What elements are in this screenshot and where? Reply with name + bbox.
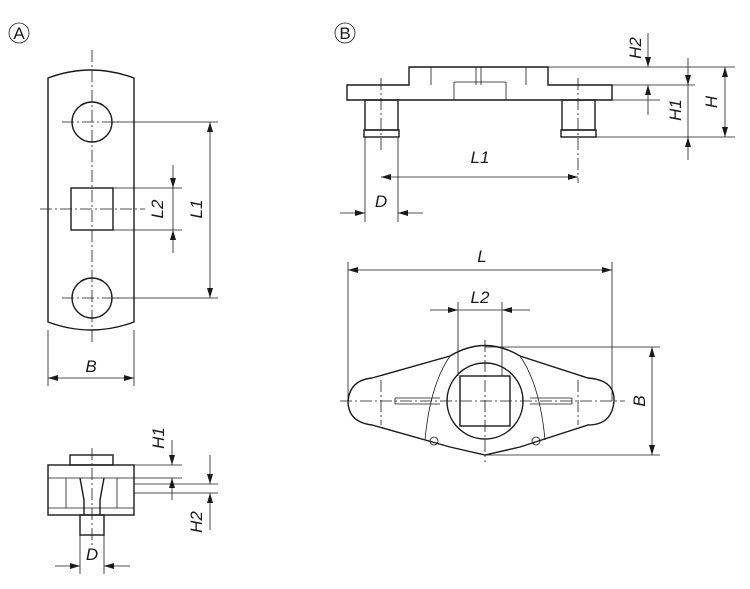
view-a-marker: A [8,22,30,44]
dim-b-label: B [85,357,96,376]
dim-d-label: D [86,545,98,564]
view-b-side: H2 H1 H L1 D [340,33,735,222]
dim-d-label: D [375,192,387,211]
dim-h1-label: H1 [666,99,685,121]
view-a-side: H1 H2 D [47,427,218,574]
view-b-label: B [339,24,350,43]
dim-l1-label: L1 [471,148,490,167]
view-b-top: L L2 B [340,247,660,462]
dim-l-label: L [477,247,486,266]
dim-h2-label: H2 [187,511,206,533]
dim-l2-label: L2 [148,199,167,218]
dim-h2-label: H2 [626,37,645,59]
dim-l1-label: L1 [187,200,206,219]
dim-l2-label: L2 [471,288,490,307]
dim-h1-label: H1 [149,427,168,449]
view-b-marker: B [334,22,356,44]
dim-h-label: H [702,95,721,108]
view-a-top: L2 L1 B [40,50,218,386]
dim-b-label: B [630,395,649,406]
view-a-label: A [13,24,25,43]
